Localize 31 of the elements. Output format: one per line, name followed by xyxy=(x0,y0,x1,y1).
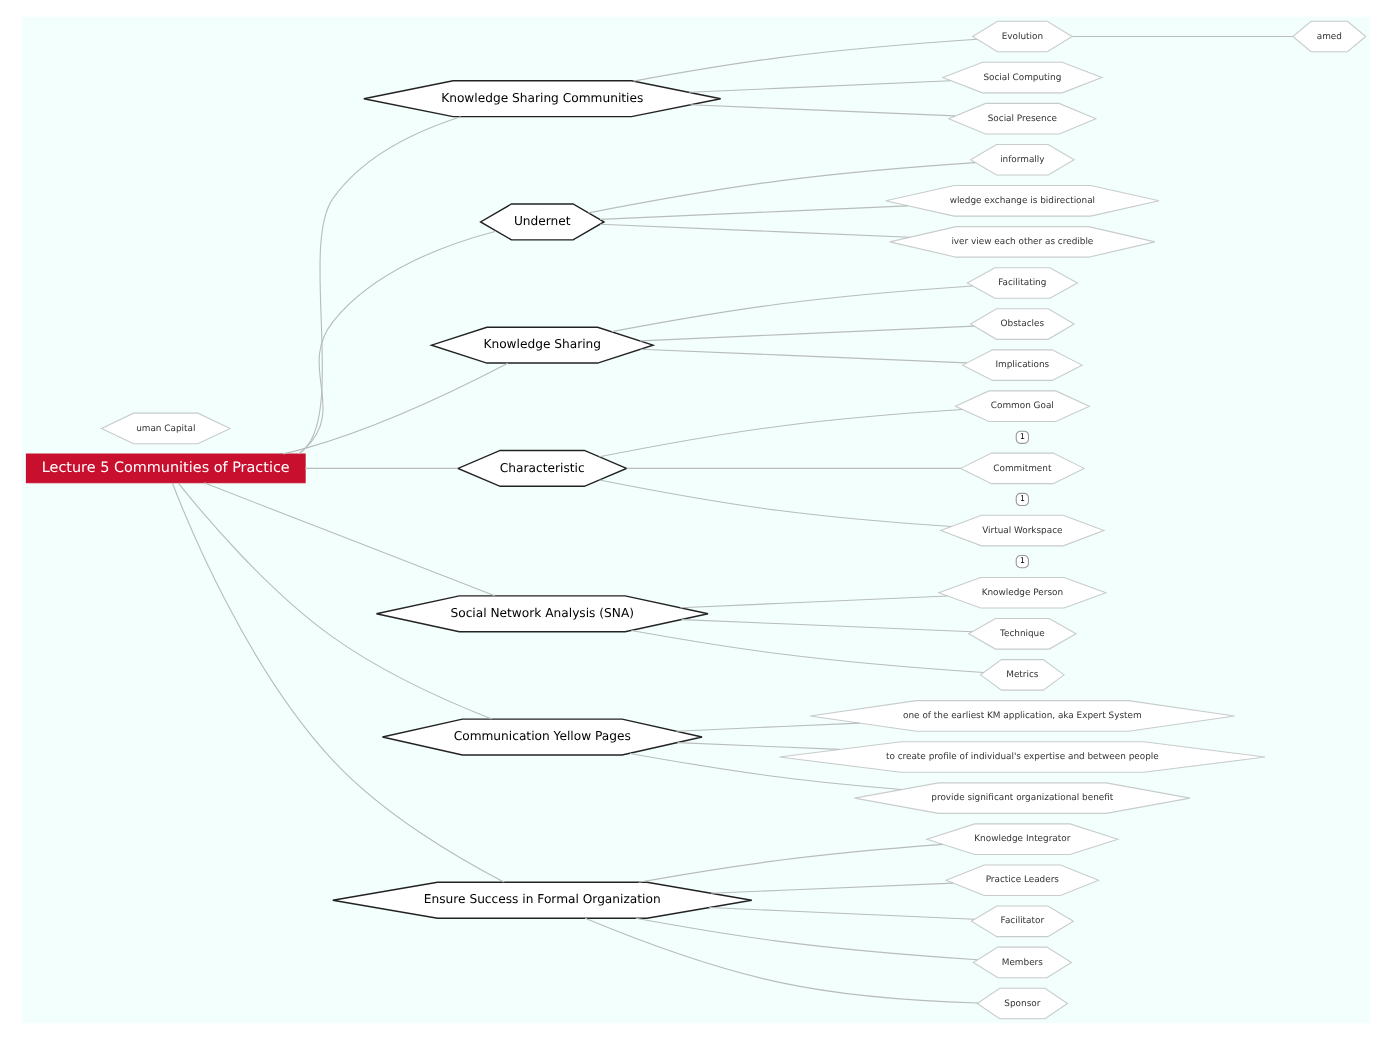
connector xyxy=(679,595,949,609)
connector xyxy=(638,843,944,883)
connector xyxy=(599,205,909,220)
connector xyxy=(282,362,509,455)
connector xyxy=(298,116,462,455)
connector xyxy=(640,348,968,364)
connector xyxy=(171,482,505,883)
connector xyxy=(633,38,978,82)
connector xyxy=(587,162,976,214)
connector xyxy=(676,742,841,750)
connector xyxy=(1071,35,1294,38)
connector xyxy=(626,467,962,469)
connector xyxy=(177,482,493,720)
connector xyxy=(708,907,976,920)
connector xyxy=(710,882,954,894)
connector xyxy=(297,230,497,455)
connector xyxy=(304,467,459,469)
connector xyxy=(598,408,963,458)
connector xyxy=(629,752,902,791)
connector xyxy=(639,325,975,342)
connector xyxy=(599,223,911,238)
connector xyxy=(635,917,978,961)
connector xyxy=(688,80,952,93)
connector xyxy=(611,285,974,333)
connector xyxy=(630,629,984,674)
connector xyxy=(203,482,496,597)
connector xyxy=(681,619,973,633)
connector xyxy=(675,722,860,732)
connector xyxy=(584,917,979,1004)
connector xyxy=(598,479,952,528)
connector xyxy=(689,104,956,117)
